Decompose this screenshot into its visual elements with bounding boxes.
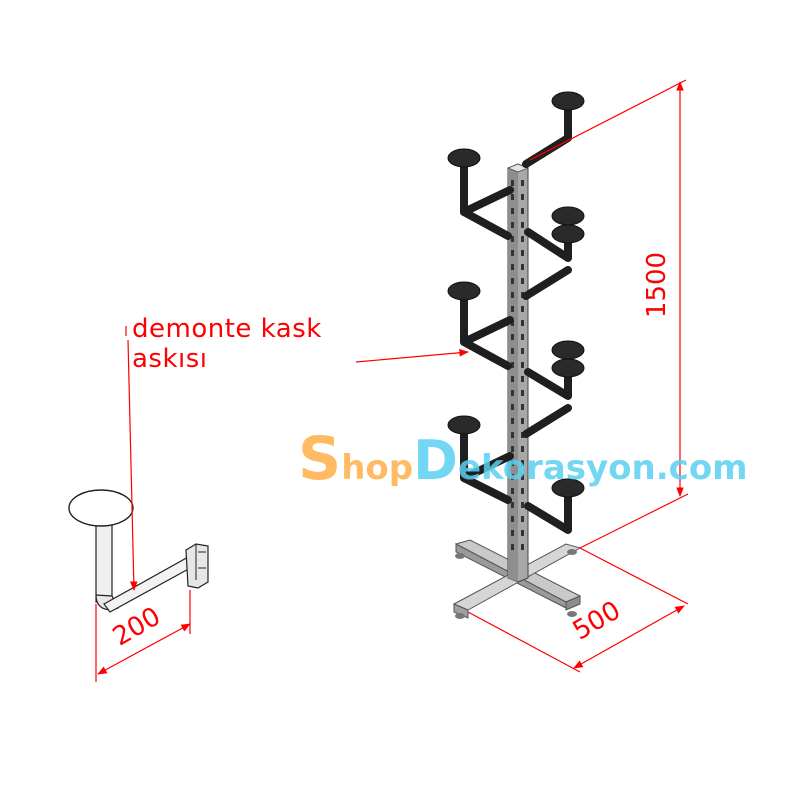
watermark-logo: ShopDekorasyon.com [298, 424, 748, 494]
dimension-lines [95, 79, 689, 682]
watermark-shop-rest: hop [341, 448, 414, 488]
watermark-dekorasyon-initial: D [413, 429, 458, 492]
callout-label-line2: askısı [132, 344, 208, 374]
helmet-stand [447, 91, 585, 619]
watermark-shop-initial: S [298, 424, 342, 494]
detail-helmet-hanger [68, 489, 209, 613]
helmet-pads [447, 91, 585, 498]
watermark-dekorasyon-rest: ekorasyon.com [457, 448, 748, 488]
slotted-pole [506, 163, 530, 583]
height-dimension-label: 1500 [642, 251, 673, 319]
callout-label-line1: demonte kask [132, 314, 322, 344]
